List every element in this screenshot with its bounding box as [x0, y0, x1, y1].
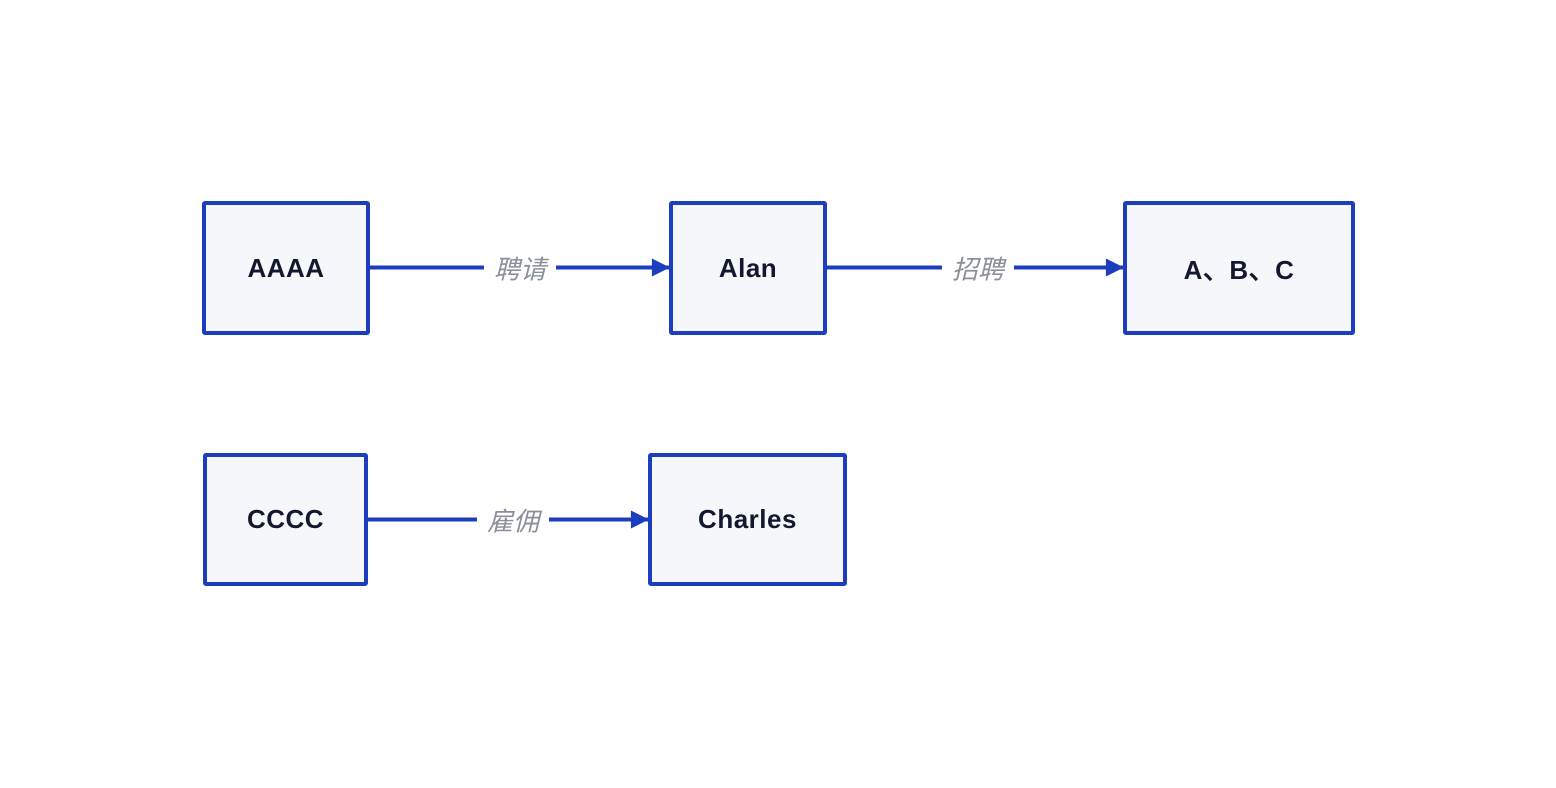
node-abc-label: A、B、C — [1183, 254, 1295, 285]
edge-label-guyong[interactable]: 雇佣 — [476, 499, 550, 541]
node-aaaa[interactable]: AAAA — [202, 201, 370, 335]
node-cccc-label: CCCC — [246, 504, 325, 534]
node-alan[interactable]: Alan — [669, 201, 827, 335]
node-charles-label: Charles — [698, 504, 797, 534]
node-aaaa-label: AAAA — [247, 252, 325, 283]
node-charles[interactable]: Charles — [648, 453, 847, 586]
node-abc[interactable]: A、B、C — [1123, 201, 1355, 335]
edge-label-pinqing[interactable]: 聘请 — [483, 247, 557, 289]
node-alan-label: Alan — [718, 252, 778, 283]
edge-label-zhaopin[interactable]: 招聘 — [941, 247, 1015, 289]
node-cccc[interactable]: CCCC — [203, 453, 368, 586]
